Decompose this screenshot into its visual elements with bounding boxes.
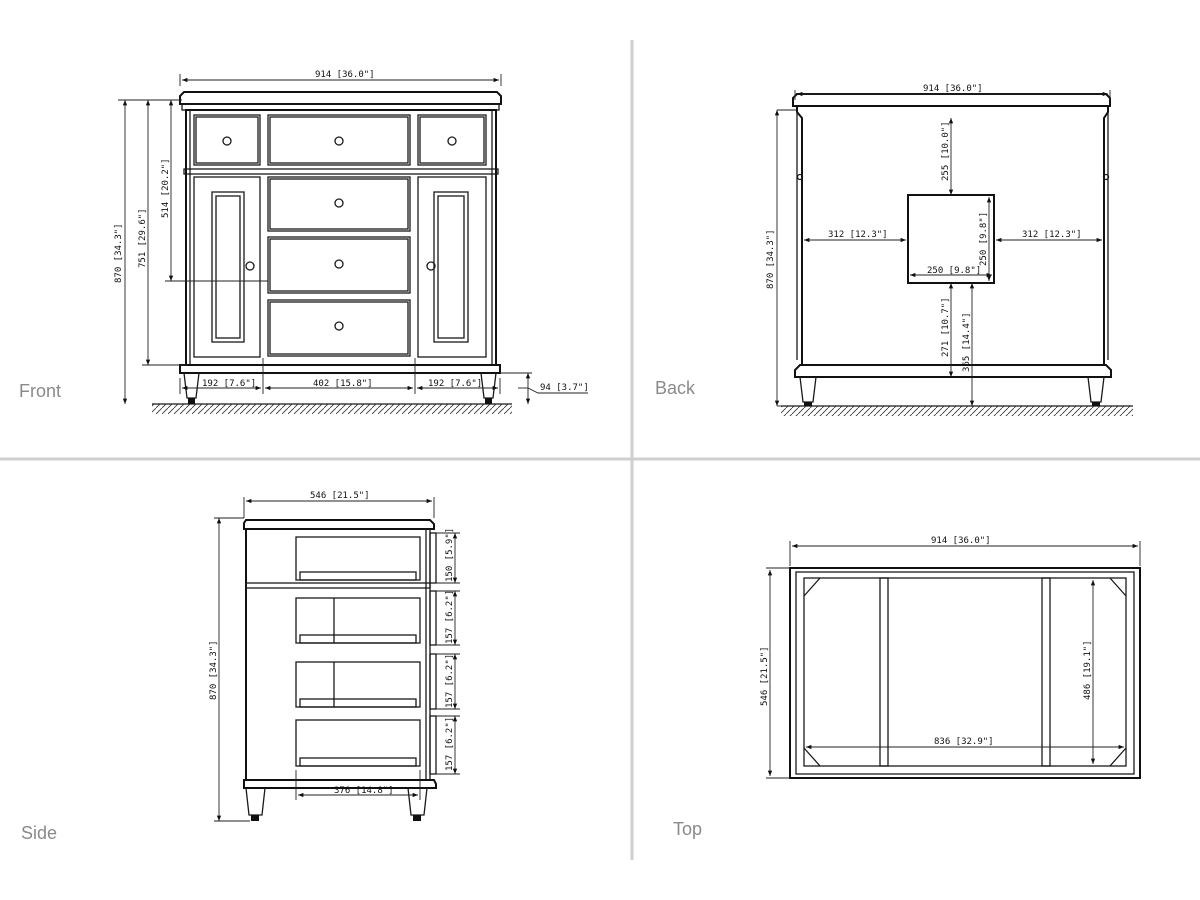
side-view: 546 [21.5"] 870 [34.3"] 150 [5.9"] 157 [… [209, 491, 460, 822]
back-height-dim: 870 [34.3"] [766, 229, 776, 289]
back-h271-dim: 271 [10.7"] [941, 297, 951, 357]
front-height-dim: 870 [34.3"] [114, 223, 124, 283]
front-h514-dim: 514 [20.2"] [161, 158, 171, 218]
front-door-right [417, 176, 487, 358]
front-top [179, 91, 502, 105]
side-d157c-dim: 157 [6.2"] [445, 717, 455, 771]
side-drawer-1 [295, 536, 421, 581]
back-view-label: Back [655, 378, 696, 398]
front-view-label: Front [19, 381, 62, 401]
back-leg-left [799, 376, 817, 403]
knob [222, 136, 232, 146]
top-depth-dim: 546 [21.5"] [760, 646, 770, 706]
side-d150-dim: 150 [5.9"] [445, 528, 455, 582]
front-leg-right [480, 372, 497, 399]
side-rail [245, 582, 431, 589]
back-view: 914 [36.0"] 870 [34.3"] 255 [10.0"] 312 … [766, 84, 1133, 416]
side-view-label: Side [21, 823, 58, 843]
front-width-dim: 914 [36.0"] [315, 70, 375, 80]
top-inner-width-dim: 836 [32.9"] [934, 737, 994, 747]
back-width-dim: 914 [36.0"] [923, 84, 983, 94]
front-left-door-dim: 192 [7.6"] [202, 379, 256, 389]
side-drawer-2 [295, 597, 421, 644]
back-cut-w-dim: 250 [9.8"] [927, 266, 981, 276]
front-drawer-right [417, 114, 487, 166]
side-drawer-dim: 376 [14.8"] [334, 786, 394, 796]
back-left-dim: 312 [12.3"] [828, 230, 888, 240]
front-view: 914 [36.0"] 870 [34.3"] 751 [29.6"] 514 … [114, 70, 589, 414]
top-view-label: Top [673, 819, 703, 839]
side-d157a-dim: 157 [6.2"] [445, 590, 455, 644]
front-drawer-center [267, 114, 411, 166]
side-d157b-dim: 157 [6.2"] [445, 654, 455, 708]
front-drawer-3 [267, 236, 411, 294]
front-drawer-2 [267, 176, 411, 232]
back-top-gap-dim: 255 [10.0"] [941, 121, 951, 181]
front-center-dim: 402 [15.8"] [313, 379, 373, 389]
back-top [792, 93, 1111, 107]
front-leg-left [183, 372, 200, 399]
back-ground-hatch [781, 406, 1133, 416]
top-view: 914 [36.0"] 546 [21.5"] 486 [19.1"] 836 … [760, 536, 1141, 779]
front-h751-dim: 751 [29.6"] [138, 208, 148, 268]
front-door-left [193, 176, 261, 358]
side-base [243, 779, 437, 789]
front-ground-hatch [152, 404, 512, 414]
front-drawer-4 [267, 299, 411, 357]
side-drawer-4 [295, 719, 421, 767]
front-drawer-left [193, 114, 261, 166]
back-right-dim: 312 [12.3"] [1022, 230, 1082, 240]
top-inner-depth-dim: 486 [19.1"] [1083, 640, 1093, 700]
side-height-dim: 870 [34.3"] [209, 640, 219, 700]
front-right-door-dim: 192 [7.6"] [428, 379, 482, 389]
back-h365-dim: 365 [14.4"] [962, 312, 972, 372]
back-cut-h-dim: 250 [9.8"] [979, 212, 989, 266]
back-base [794, 364, 1112, 378]
side-leg-right [407, 787, 428, 816]
front-leg-dim: 94 [3.7"] [540, 383, 589, 393]
side-drawer-3 [295, 661, 421, 708]
side-leg-left [245, 787, 266, 816]
front-rail [183, 168, 499, 175]
side-top [243, 519, 435, 530]
back-leg-right [1087, 376, 1105, 403]
top-width-dim: 914 [36.0"] [931, 536, 991, 546]
front-base [179, 364, 501, 374]
side-depth-dim: 546 [21.5"] [310, 491, 370, 501]
top-outer [789, 567, 1141, 779]
